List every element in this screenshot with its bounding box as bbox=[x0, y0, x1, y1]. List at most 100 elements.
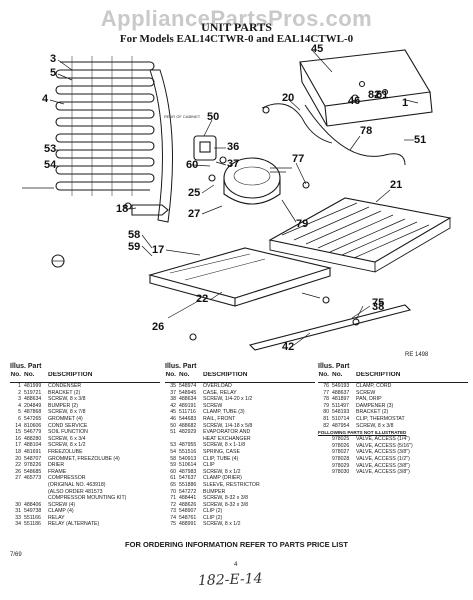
column-header: DESCRIPTION bbox=[203, 372, 248, 378]
part-description: BUMPER (2) bbox=[48, 402, 78, 409]
part-number: 978026 bbox=[332, 442, 350, 449]
watermark: AppliancePartsPros.com bbox=[100, 6, 373, 31]
callout-75: 75 bbox=[372, 297, 384, 309]
illus-number: 2 bbox=[18, 389, 21, 396]
part-number: 548945 bbox=[179, 389, 197, 396]
callout-3: 3 bbox=[50, 53, 56, 65]
part-description: HEAT EXCHANGER bbox=[203, 435, 251, 442]
part-description: SCREW (4) bbox=[48, 501, 76, 508]
part-number: 548907 bbox=[179, 508, 197, 515]
relay-case-drawing bbox=[193, 135, 217, 161]
illus-number: 65 bbox=[170, 481, 176, 488]
column-header: No. bbox=[165, 372, 176, 378]
table-header-label: Illus. Part bbox=[10, 363, 42, 370]
part-description: VALVE, ACCESS (3/8") bbox=[356, 449, 410, 456]
part-description: VALVE, ACCESS (3/8") bbox=[356, 462, 410, 469]
column-header: DESCRIPTION bbox=[48, 372, 93, 378]
illus-number: 20 bbox=[15, 455, 21, 462]
part-number: 551516 bbox=[179, 448, 197, 455]
table-column-headers: No.No.DESCRIPTION bbox=[10, 372, 160, 383]
illus-number: 75 bbox=[170, 521, 176, 528]
part-description: CLAMP, CORD bbox=[356, 383, 392, 389]
table-row: (ORIGINAL NO. 463918) bbox=[10, 482, 160, 489]
illus-number: 27 bbox=[15, 475, 21, 482]
part-number: 481897 bbox=[332, 396, 350, 403]
illus-number: 61 bbox=[170, 475, 176, 482]
part-number: 978025 bbox=[332, 436, 350, 443]
part-number: 489191 bbox=[179, 402, 197, 409]
callout-53: 53 bbox=[44, 143, 56, 155]
callout-26: 26 bbox=[152, 321, 164, 333]
part-number bbox=[24, 482, 48, 489]
callout-27: 27 bbox=[188, 208, 200, 220]
power-cord-drawing bbox=[261, 103, 333, 144]
callout-1: 1 bbox=[402, 97, 408, 109]
part-number: 510614 bbox=[179, 462, 197, 469]
part-description: SCREW, 8 x 1/2 bbox=[203, 521, 241, 528]
part-description: SPRING, CASE bbox=[203, 448, 240, 455]
callout-45: 45 bbox=[311, 43, 323, 55]
illus-number: 33 bbox=[15, 514, 21, 521]
condenser-bracket-drawing bbox=[149, 69, 173, 223]
part-number: 481999 bbox=[24, 383, 42, 389]
illus-number: 6 bbox=[18, 415, 21, 422]
compressor-drawing bbox=[223, 157, 292, 205]
part-number: 488104 bbox=[24, 442, 42, 449]
callout-54: 54 bbox=[44, 159, 57, 171]
drip-pan-drawing bbox=[299, 49, 433, 127]
callout-37: 37 bbox=[227, 158, 239, 170]
callout-61: 61 bbox=[376, 89, 388, 101]
callout-78: 78 bbox=[360, 125, 372, 137]
callout-25: 25 bbox=[188, 187, 200, 199]
illus-number: 18 bbox=[15, 448, 21, 455]
table-row: COMPRESSOR MOUNTING KIT) bbox=[10, 495, 160, 502]
callout-22: 22 bbox=[196, 293, 208, 305]
handwritten-note: 182-E-14 bbox=[197, 570, 263, 590]
page-number: 4 bbox=[234, 562, 238, 568]
part-description: SCREW, 8 x 1-1/8 bbox=[203, 442, 246, 449]
part-description: SCREW bbox=[203, 402, 223, 409]
callout-36: 36 bbox=[227, 141, 239, 153]
part-description: (ORIGINAL NO. 463918) bbox=[48, 481, 106, 488]
column-header: No. bbox=[10, 372, 21, 378]
part-description: VALVE, ACCESS (1/4") bbox=[356, 436, 410, 443]
illus-number: 26 bbox=[15, 468, 21, 475]
part-description: CONDENSER bbox=[48, 383, 82, 389]
part-number: 548974 bbox=[179, 383, 197, 389]
part-number: 548685 bbox=[24, 468, 42, 475]
part-number: 547637 bbox=[179, 475, 197, 482]
callout-60: 60 bbox=[186, 159, 198, 171]
base-frame-drawing bbox=[147, 247, 333, 307]
part-description: SLEEVE, RESTRICTOR bbox=[203, 481, 260, 488]
part-number: 548193 bbox=[332, 409, 350, 416]
illus-number bbox=[318, 449, 332, 456]
table-row: 978025 VALVE, ACCESS (1/4") bbox=[318, 436, 468, 443]
illus-number: 53 bbox=[170, 442, 176, 449]
part-number: 204849 bbox=[24, 402, 42, 409]
part-description: RAIL, FRONT bbox=[203, 415, 236, 422]
part-description: BRACKET (2) bbox=[48, 389, 81, 396]
illus-number: 35 bbox=[170, 383, 176, 389]
callout-20: 20 bbox=[282, 92, 294, 104]
thermostat-tube-drawing bbox=[304, 104, 406, 166]
part-number: 551186 bbox=[24, 521, 41, 528]
